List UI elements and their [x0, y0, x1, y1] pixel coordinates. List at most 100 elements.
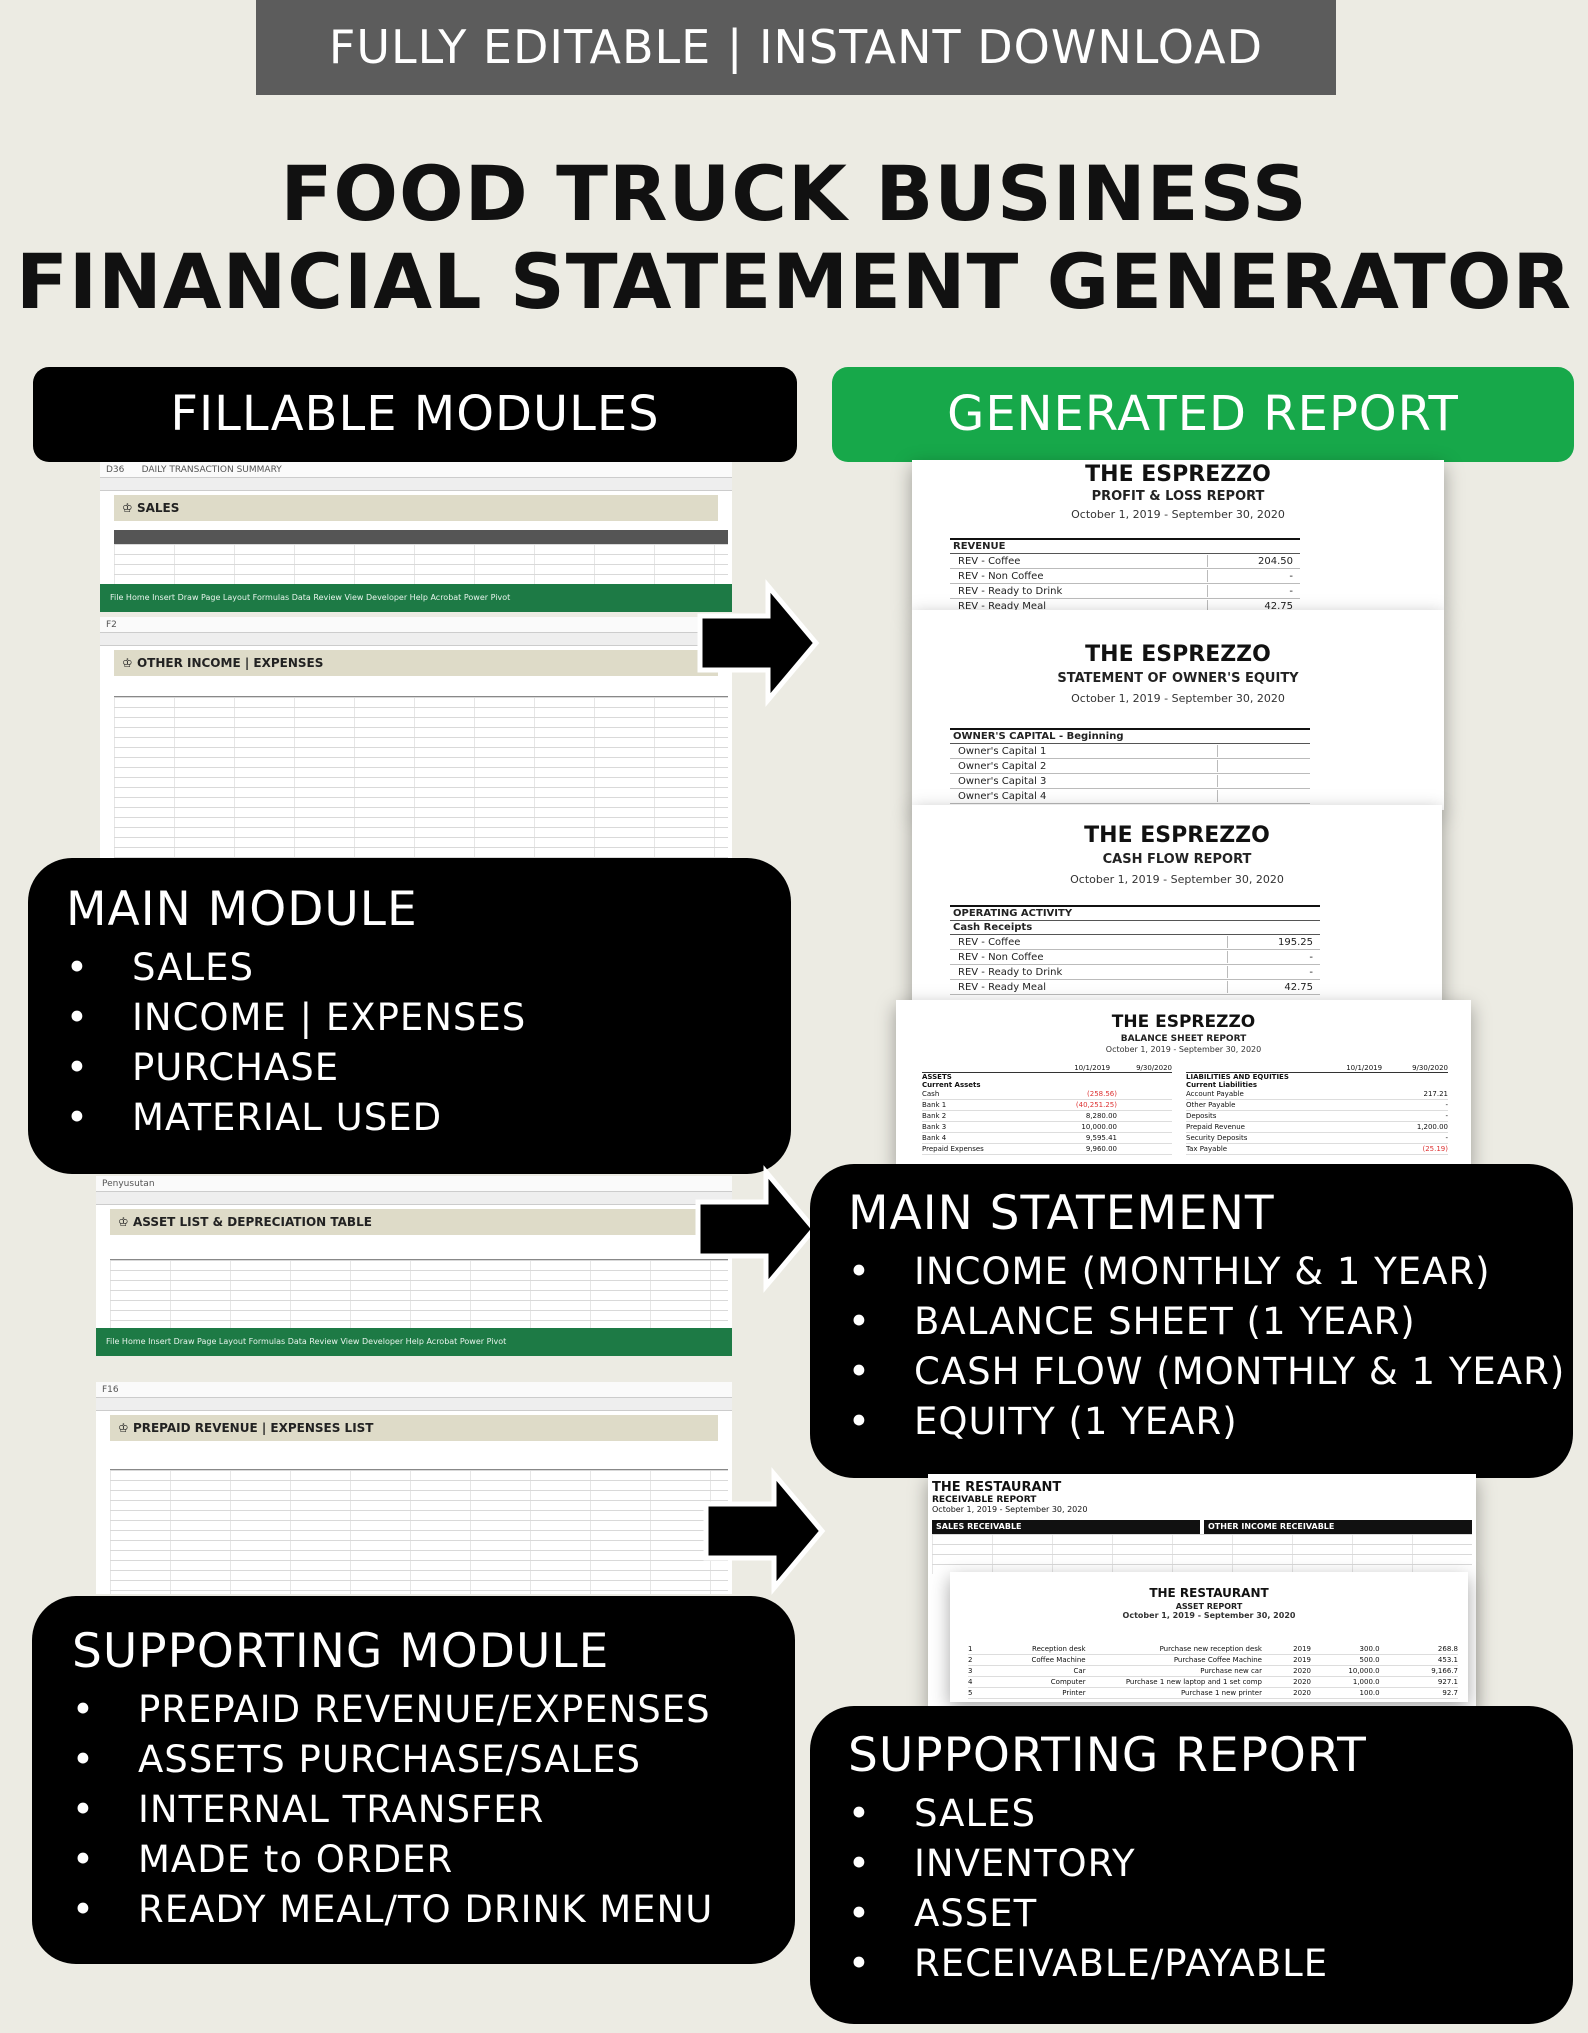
main-module-panel: MAIN MODULE SALES INCOME | EXPENSES PURC…	[28, 858, 791, 1174]
cell-label: Bank 4	[922, 1134, 947, 1142]
panel-list: SALES INVENTORY ASSET RECEIVABLE/PAYABLE	[848, 1789, 1573, 1989]
cell-v2: 1,200.00	[1416, 1123, 1448, 1131]
title-line-1: FOOD TRUCK BUSINESS	[280, 149, 1308, 238]
report-name: CASH FLOW REPORT	[1102, 852, 1252, 867]
cell-year: 2020	[1293, 1689, 1311, 1697]
date-col-1: 10/1/2019	[1074, 1064, 1111, 1072]
cell-v2	[1117, 1144, 1172, 1154]
table-subsection: Cash Receipts	[950, 921, 1320, 935]
cell-desc: Purchase 1 new printer	[1180, 1689, 1262, 1697]
cell-v1: 9,960.00	[1085, 1145, 1117, 1153]
report-name: PROFIT & LOSS REPORT	[1091, 489, 1265, 504]
list-item: PREPAID REVENUE/EXPENSES	[72, 1685, 795, 1735]
report-period: October 1, 2019 - September 30, 2020	[1122, 1611, 1296, 1620]
panel-title: SUPPORTING REPORT	[848, 1728, 1367, 1783]
cell-v2	[1117, 1133, 1172, 1143]
list-item: SALES	[66, 943, 791, 993]
report-name: STATEMENT OF OWNER'S EQUITY	[1057, 671, 1299, 686]
cell-ref: Penyusutan	[102, 1179, 155, 1189]
report-company: THE ESPREZZO	[1085, 642, 1271, 667]
cell-price: 10,000.0	[1348, 1667, 1380, 1675]
cell-year: 2020	[1293, 1667, 1311, 1675]
cell-v2	[1117, 1122, 1172, 1132]
table-row: Tax Payable(25.19)	[1186, 1144, 1448, 1155]
cell-v1: 9,595.41	[1085, 1134, 1117, 1142]
list-item: INCOME | EXPENSES	[66, 993, 791, 1043]
list-item: CASH FLOW (MONTHLY & 1 YEAR)	[848, 1347, 1573, 1397]
cell-price: 300.0	[1359, 1645, 1380, 1653]
other-income-receivable-header: OTHER INCOME RECEIVABLE	[1204, 1520, 1472, 1534]
data-grid	[114, 544, 728, 584]
cell-book: 268.8	[1437, 1645, 1458, 1653]
sheet-title-text: SALES	[136, 501, 180, 515]
cell-book: 92.7	[1442, 1689, 1458, 1697]
list-item: INCOME (MONTHLY & 1 YEAR)	[848, 1247, 1573, 1297]
cell-ref: F16	[102, 1385, 119, 1395]
cell-v2: -	[1445, 1101, 1448, 1109]
cell-no: 3	[968, 1667, 973, 1675]
title-line-2: FINANCIAL STATEMENT GENERATOR	[15, 237, 1572, 326]
table-header	[114, 683, 728, 697]
column-headers	[100, 633, 732, 646]
panel-list: SALES INCOME | EXPENSES PURCHASE MATERIA…	[66, 943, 791, 1143]
report-name: BALANCE SHEET REPORT	[1120, 1034, 1247, 1044]
cell-price: 1,000.0	[1352, 1678, 1380, 1686]
list-item: READY MEAL/TO DRINK MENU	[72, 1885, 795, 1935]
sheet-title: ♔ PREPAID REVENUE | EXPENSES LIST	[110, 1415, 718, 1441]
cell-name: Coffee Machine	[1031, 1656, 1086, 1664]
cell-label: Bank 2	[922, 1112, 947, 1120]
balance-sheet-report: THE ESPREZZO BALANCE SHEET REPORT Octobe…	[896, 1000, 1471, 1170]
cell-v1	[1317, 1100, 1375, 1110]
prepaid-sheet-screenshot: F16 ♔ PREPAID REVENUE | EXPENSES LIST	[96, 1382, 732, 1594]
sheet-title: ♔ ASSET LIST & DEPRECIATION TABLE	[110, 1209, 718, 1235]
cell-desc: Purchase new car	[1200, 1667, 1262, 1675]
excel-ribbon: File Home Insert Draw Page Layout Formul…	[100, 584, 732, 612]
table-section: OPERATING ACTIVITY	[950, 907, 1320, 921]
cell-label: Cash	[922, 1090, 940, 1098]
list-item: ASSET	[848, 1889, 1573, 1939]
cell-v1	[1317, 1144, 1375, 1154]
cell-no: 5	[968, 1689, 973, 1697]
cell-v2	[1117, 1089, 1172, 1099]
cell-label: Deposits	[1186, 1112, 1217, 1120]
current-assets-label: Current Assets	[922, 1081, 981, 1089]
report-name: ASSET REPORT	[1175, 1602, 1243, 1611]
sheet-title-text: ASSET LIST & DEPRECIATION TABLE	[132, 1215, 372, 1229]
income-expenses-sheet-screenshot: F2 ♔ OTHER INCOME | EXPENSES	[100, 617, 732, 860]
table-row: Prepaid Expenses 9,960.00	[922, 1144, 1172, 1155]
panel-list: INCOME (MONTHLY & 1 YEAR) BALANCE SHEET …	[848, 1247, 1573, 1447]
column-headers	[100, 478, 732, 491]
cell-price: 100.0	[1359, 1689, 1380, 1697]
list-item: PURCHASE	[66, 1043, 791, 1093]
profit-loss-report: THE ESPREZZO PROFIT & LOSS REPORT Octobe…	[912, 460, 1444, 610]
panel-list: PREPAID REVENUE/EXPENSES ASSETS PURCHASE…	[72, 1685, 795, 1935]
cell-book: 9,166.7	[1431, 1667, 1458, 1675]
table-row: REV - Non Coffee-	[950, 569, 1300, 584]
formula-text: DAILY TRANSACTION SUMMARY	[141, 465, 282, 475]
table-section: REVENUE	[950, 540, 1300, 554]
cell-v1: 10,000.00	[1081, 1123, 1117, 1131]
cell-v2	[1117, 1111, 1172, 1121]
table-section: OWNER'S CAPITAL - Beginning	[950, 730, 1310, 744]
cell-label: Prepaid Expenses	[922, 1145, 984, 1153]
sales-receivable-header: SALES RECEIVABLE	[932, 1520, 1200, 1534]
list-item: ASSETS PURCHASE/SALES	[72, 1735, 795, 1785]
cell-label: Tax Payable	[1186, 1145, 1228, 1153]
cell-label: Bank 1	[922, 1101, 947, 1109]
report-period: October 1, 2019 - September 30, 2020	[1105, 1045, 1262, 1054]
cell-label: Security Deposits	[1186, 1134, 1248, 1142]
generated-report-header: GENERATED REPORT	[832, 367, 1574, 462]
report-company: THE ESPREZZO	[1085, 462, 1271, 487]
cell-desc: Purchase new reception desk	[1159, 1645, 1262, 1653]
main-statement-panel: MAIN STATEMENT INCOME (MONTHLY & 1 YEAR)…	[810, 1164, 1573, 1478]
cell-v1	[1317, 1111, 1375, 1121]
data-grid	[932, 1534, 1472, 1574]
table-row: Bank 1(40,251.25)	[922, 1100, 1172, 1111]
arrow-right-icon	[697, 579, 820, 707]
